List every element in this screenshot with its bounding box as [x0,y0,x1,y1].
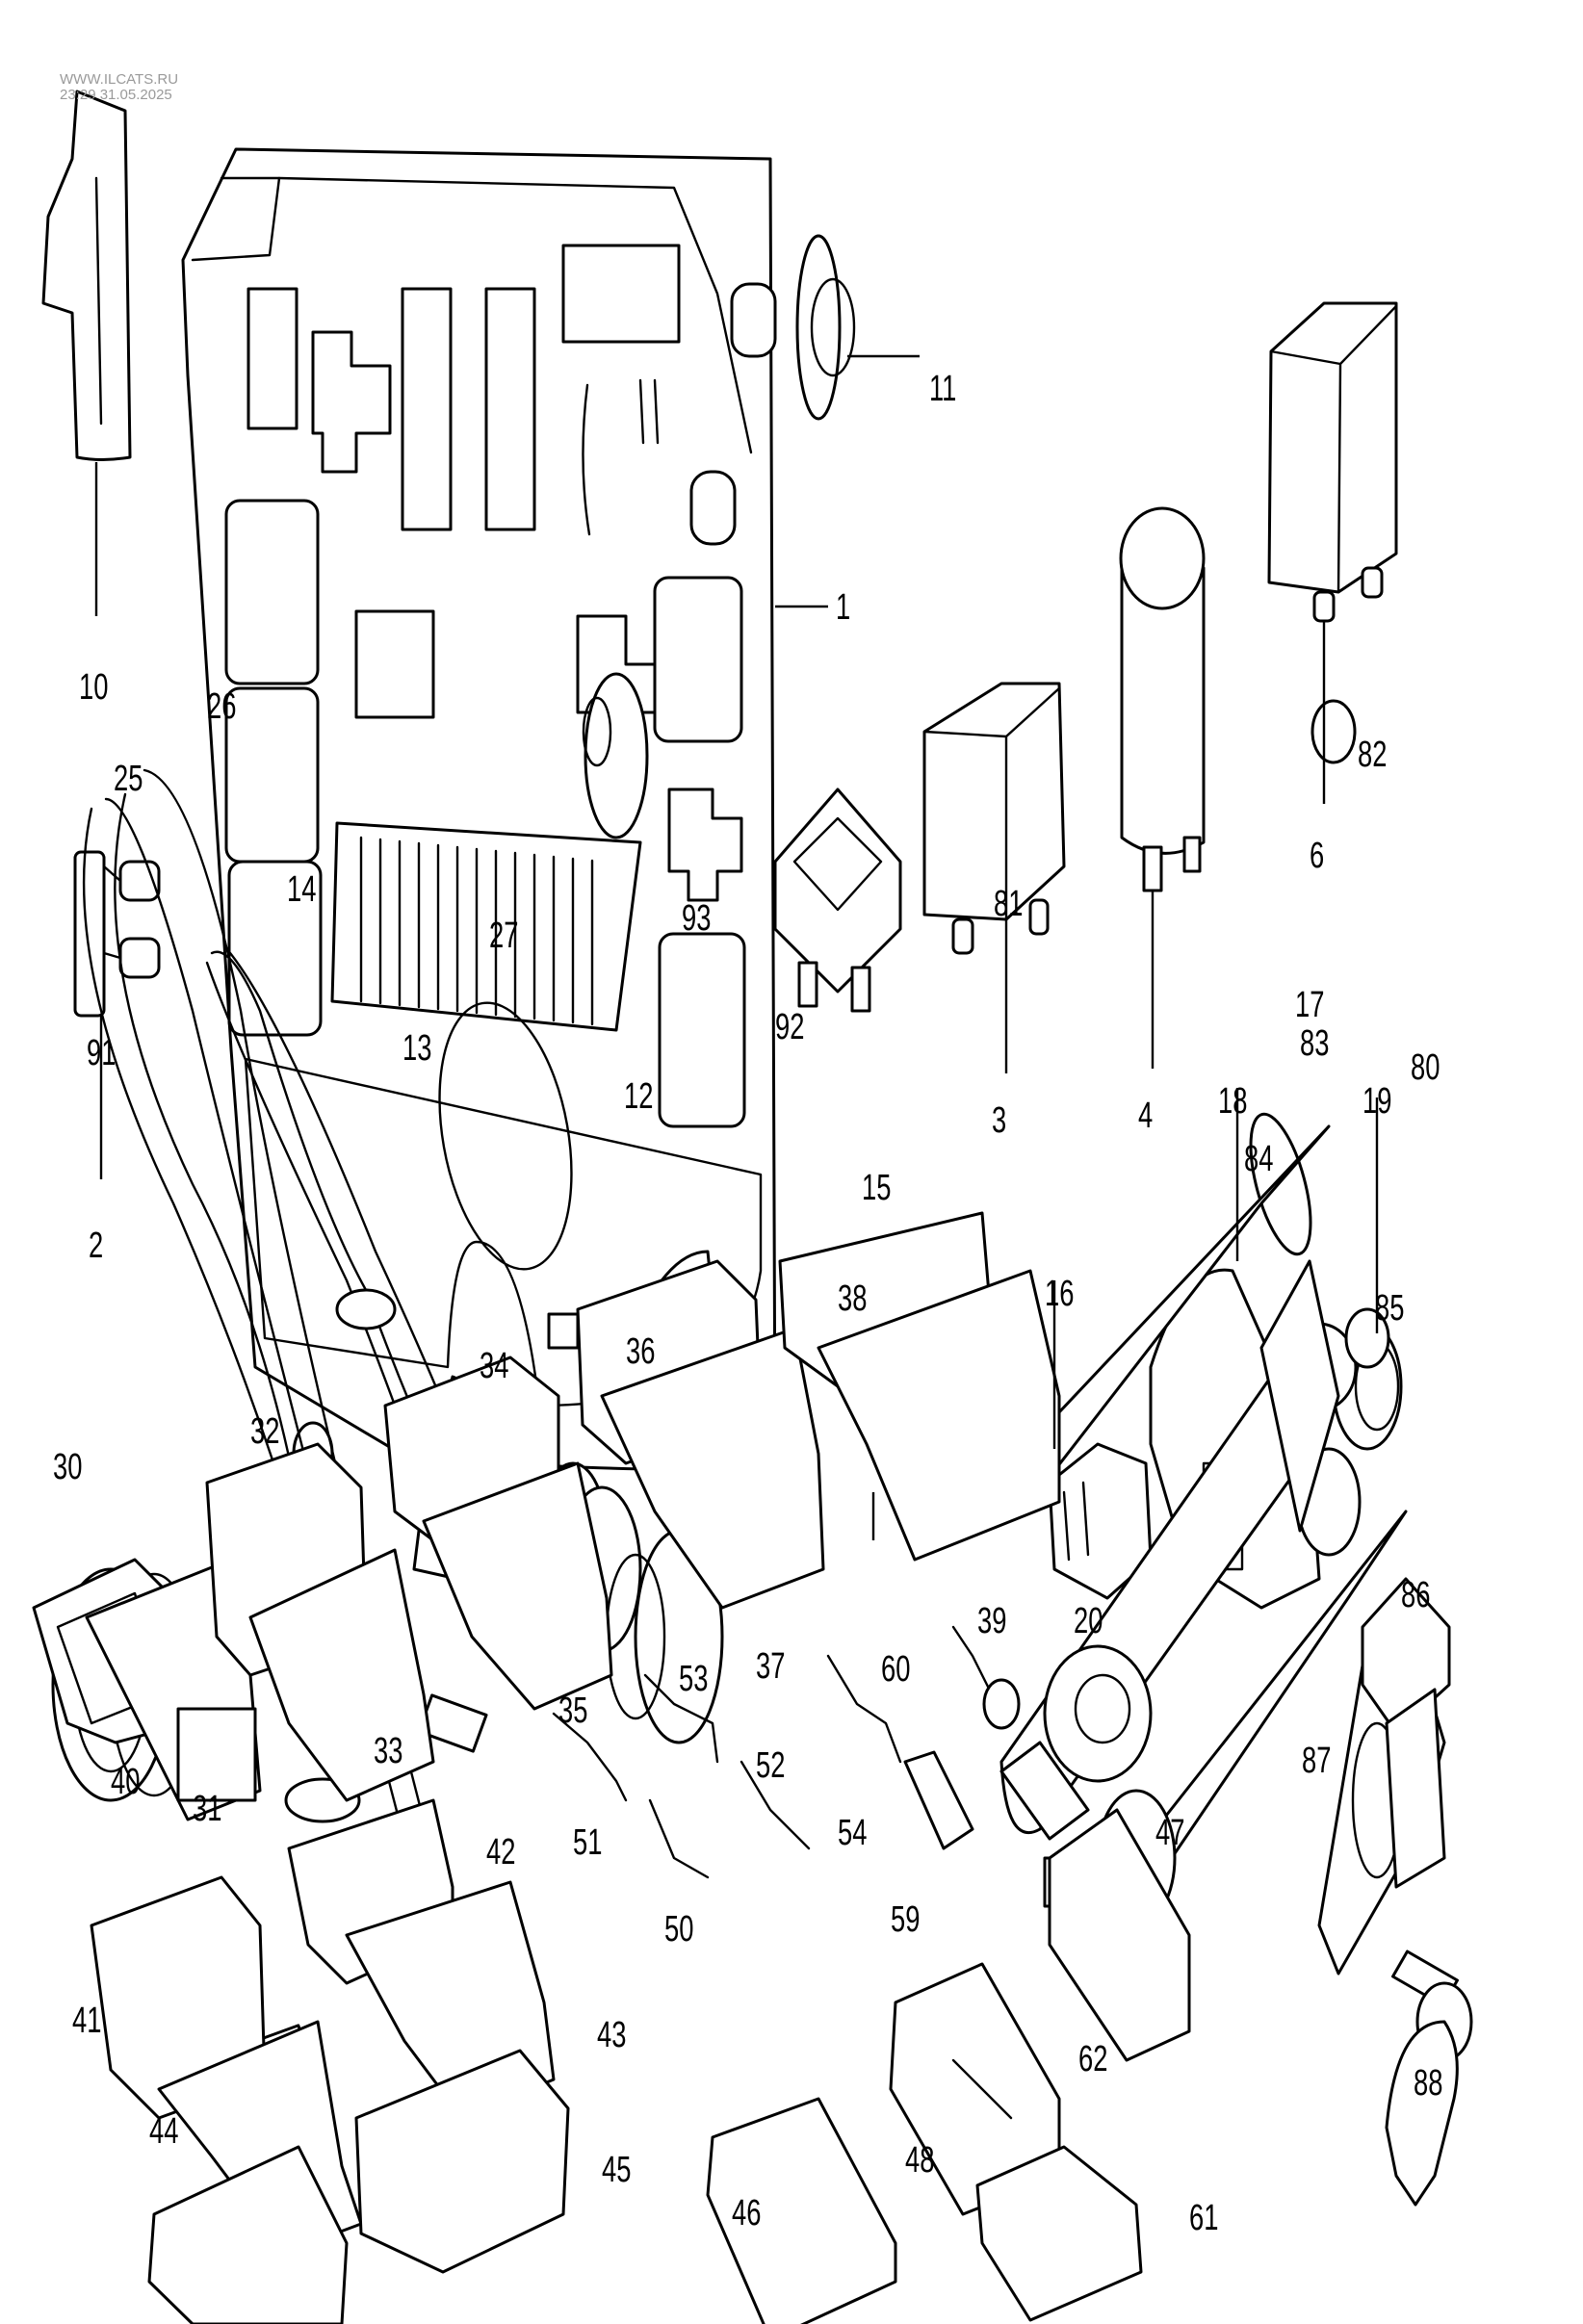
connector-46[interactable] [706,2097,897,2324]
callout-42[interactable]: 42 [486,1832,516,1872]
connector-35[interactable] [422,1461,613,1711]
callout-84[interactable]: 84 [1244,1139,1274,1179]
callout-32[interactable]: 32 [250,1411,280,1452]
part-10-clip[interactable] [41,90,132,461]
callout-34[interactable]: 34 [480,1346,509,1386]
callout-44[interactable]: 44 [149,2111,179,2152]
callout-19[interactable]: 19 [1362,1081,1392,1122]
callout-26[interactable]: 26 [207,686,237,727]
part-88-strap-clip[interactable] [1385,2020,1459,2207]
callout-45[interactable]: 45 [602,2150,632,2190]
callout-14[interactable]: 14 [287,869,317,910]
part-3-relay[interactable] [922,682,1066,955]
callout-27[interactable]: 27 [489,916,519,956]
callout-13[interactable]: 13 [402,1028,432,1069]
terminal-60[interactable] [951,1625,1021,1730]
callout-33[interactable]: 33 [374,1731,403,1771]
callout-36[interactable]: 36 [626,1331,656,1372]
callout-62[interactable]: 62 [1078,2039,1108,2079]
callout-87[interactable]: 87 [1302,1741,1332,1781]
part-26-wiring-harness[interactable] [205,946,488,1753]
part-2-fuse[interactable] [73,850,161,1018]
terminal-53[interactable] [643,1673,719,1764]
callout-6[interactable]: 6 [1310,836,1325,876]
callout-47[interactable]: 47 [1155,1813,1185,1853]
callout-85[interactable]: 85 [1375,1288,1405,1329]
callout-86[interactable]: 86 [1401,1575,1431,1615]
callout-37[interactable]: 37 [756,1646,786,1687]
callout-93[interactable]: 93 [682,898,712,939]
watermark: WWW.ILCATS.RU 23:29 31.05.2025 [60,72,178,103]
callout-83[interactable]: 83 [1300,1023,1330,1064]
callout-17[interactable]: 17 [1295,985,1325,1025]
callout-61[interactable]: 61 [1189,2198,1219,2238]
terminal-62[interactable] [951,2058,1013,2120]
callout-46[interactable]: 46 [732,2193,762,2234]
callout-31[interactable]: 31 [193,1789,222,1829]
callout-54[interactable]: 54 [838,1813,868,1853]
leader-lines [94,354,1379,1540]
callout-51[interactable]: 51 [573,1822,603,1863]
callout-11[interactable]: 11 [929,369,957,409]
connector-39[interactable] [817,1269,1061,1562]
terminal-52[interactable] [740,1760,811,1850]
part-6-relay[interactable] [1267,301,1398,623]
part-11-plug[interactable] [795,234,856,421]
callout-81[interactable]: 81 [994,884,1024,924]
callout-52[interactable]: 52 [756,1745,786,1786]
connector-44[interactable] [147,2145,349,2324]
callout-60[interactable]: 60 [881,1649,911,1690]
terminal-54[interactable] [826,1654,902,1764]
callout-88[interactable]: 88 [1414,2063,1443,2104]
callout-82[interactable]: 82 [1358,735,1388,775]
callout-18[interactable]: 18 [1218,1081,1248,1122]
callout-35[interactable]: 35 [558,1691,588,1731]
callout-53[interactable]: 53 [679,1659,709,1699]
callout-41[interactable]: 41 [72,2001,102,2041]
callout-50[interactable]: 50 [664,1909,694,1950]
callout-40[interactable]: 40 [111,1762,141,1802]
callout-20[interactable]: 20 [1074,1601,1103,1641]
callout-38[interactable]: 38 [838,1278,868,1319]
connector-61[interactable] [975,2145,1143,2322]
connector-47[interactable] [1048,1808,1191,2062]
part-4-capacitor[interactable] [1119,506,1206,892]
callout-4[interactable]: 4 [1138,1096,1154,1136]
connector-33[interactable] [248,1548,435,1802]
part-27-cable[interactable] [421,993,591,1350]
callout-48[interactable]: 48 [905,2140,935,2181]
callout-15[interactable]: 15 [862,1168,892,1208]
callout-12[interactable]: 12 [624,1076,654,1117]
connector-45[interactable] [354,2049,570,2274]
terminal-50[interactable] [648,1798,710,1879]
callout-1[interactable]: 1 [836,587,851,628]
part-15-relay-base[interactable] [773,788,902,1013]
callout-3[interactable]: 3 [992,1100,1007,1141]
callout-39[interactable]: 39 [977,1601,1007,1641]
terminal-59[interactable] [903,1750,974,1850]
callout-10[interactable]: 10 [79,667,109,708]
callout-25[interactable]: 25 [114,759,143,799]
watermark-timestamp: 23:29 31.05.2025 [60,87,172,103]
callout-92[interactable]: 92 [775,1007,805,1047]
callout-91[interactable]: 91 [87,1033,117,1073]
watermark-site: WWW.ILCATS.RU [60,71,179,88]
terminal-51[interactable] [552,1712,628,1802]
part-84-clip[interactable] [1259,1259,1340,1533]
part-17-cap[interactable] [1311,699,1357,764]
callout-43[interactable]: 43 [597,2015,627,2055]
callout-80[interactable]: 80 [1411,1047,1440,1088]
callout-59[interactable]: 59 [891,1899,921,1940]
callout-16[interactable]: 16 [1045,1274,1075,1314]
callout-30[interactable]: 30 [53,1447,83,1487]
callout-2[interactable]: 2 [89,1226,104,1266]
part-87-holder[interactable] [1385,1688,1446,1889]
part-12-grommet[interactable] [582,672,649,839]
part-20-switch[interactable] [999,1644,1153,1841]
